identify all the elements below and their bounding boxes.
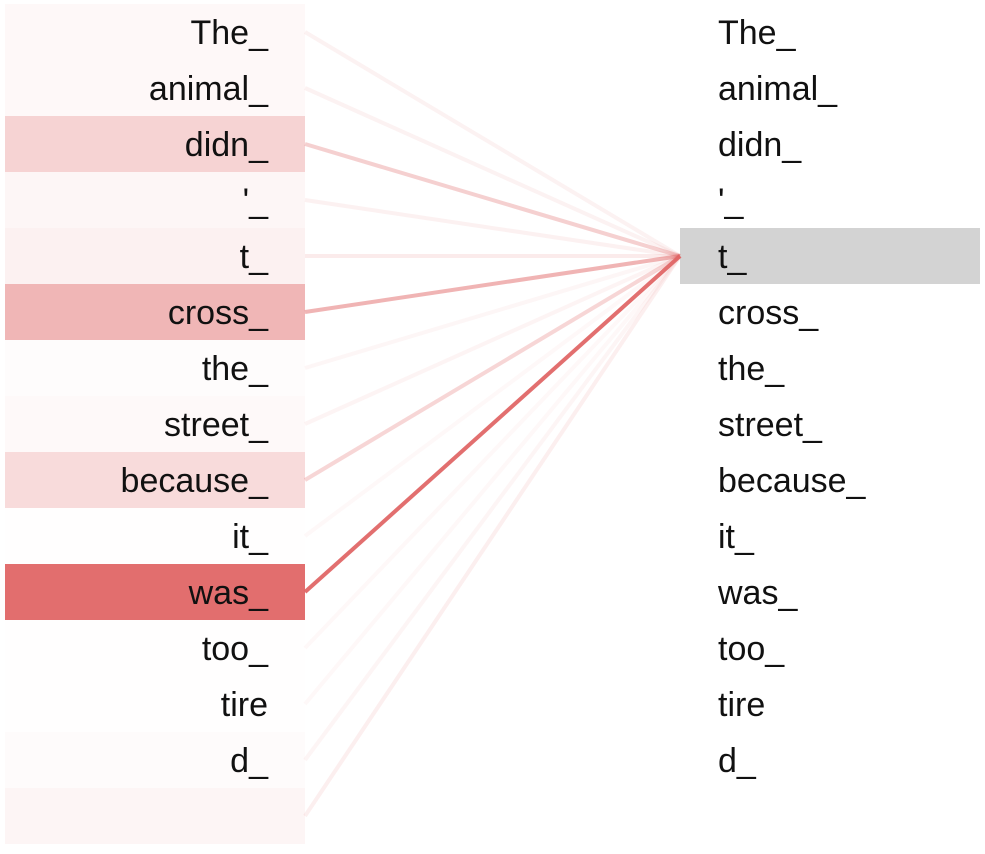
source-token-column — [5, 4, 305, 844]
attention-lines — [303, 30, 682, 818]
target-token-label: t_ — [718, 238, 747, 276]
source-token-box[interactable] — [5, 116, 305, 172]
target-token-label: because_ — [718, 462, 867, 500]
source-token-box[interactable] — [5, 284, 305, 340]
attention-line — [303, 254, 682, 706]
attention-line — [303, 254, 682, 538]
source-token-label: t_ — [240, 238, 269, 276]
target-token-label: was_ — [717, 574, 798, 612]
target-token-label: d_ — [718, 742, 757, 780]
source-token-labels: The_ animal_ didn_ '_ t_ cross_ the_ street_bec… — [121, 14, 270, 780]
attention-line — [303, 254, 682, 482]
target-token-label: the_ — [718, 350, 785, 388]
source-token-label: the_ — [202, 350, 269, 388]
target-token-label: didn_ — [718, 126, 802, 164]
target-token-label: The_ — [718, 14, 797, 52]
source-token-box[interactable] — [5, 228, 305, 284]
attention-line — [304, 142, 681, 258]
target-token-label: '_ — [718, 182, 744, 220]
source-token-label: tire — [221, 686, 268, 724]
source-token-label: d_ — [230, 742, 269, 780]
source-token-box[interactable] — [5, 788, 305, 844]
attention-line — [303, 254, 682, 818]
source-token-label: The_ — [191, 14, 270, 52]
target-token-column — [680, 228, 980, 284]
source-token-label: was_ — [188, 574, 269, 612]
source-token-box[interactable] — [5, 60, 305, 116]
target-token-label: cross_ — [718, 294, 819, 332]
source-token-label: cross_ — [168, 294, 269, 332]
attention-line — [304, 254, 681, 370]
source-token-label: because_ — [121, 462, 270, 500]
target-token-label: tire — [718, 686, 765, 724]
attention-line — [303, 254, 682, 762]
target-token-label: it_ — [718, 518, 755, 556]
selected-target-token-box[interactable] — [680, 228, 980, 284]
source-token-label: it_ — [232, 518, 269, 556]
source-token-box[interactable] — [5, 172, 305, 228]
attention-line — [303, 254, 682, 650]
attention-line — [304, 254, 681, 426]
source-token-box[interactable] — [5, 452, 305, 508]
source-token-box[interactable] — [5, 4, 305, 60]
attention-line — [304, 86, 681, 258]
target-token-label: animal_ — [718, 70, 838, 108]
target-token-label: street_ — [718, 406, 823, 444]
target-token-label: too_ — [718, 630, 785, 668]
attention-line — [304, 198, 681, 258]
attention-line — [303, 30, 682, 258]
source-token-label: animal_ — [149, 70, 269, 108]
attention-line — [304, 254, 681, 314]
attention-line — [303, 254, 682, 594]
target-token-labels: The_ animal_ didn_ '_ t_ cross_ the_ street_bec… — [717, 14, 867, 780]
source-token-label: too_ — [202, 630, 269, 668]
source-token-label: '_ — [243, 182, 269, 220]
source-token-label: street_ — [164, 406, 269, 444]
source-token-label: didn_ — [185, 126, 269, 164]
source-token-box[interactable] — [5, 564, 305, 620]
